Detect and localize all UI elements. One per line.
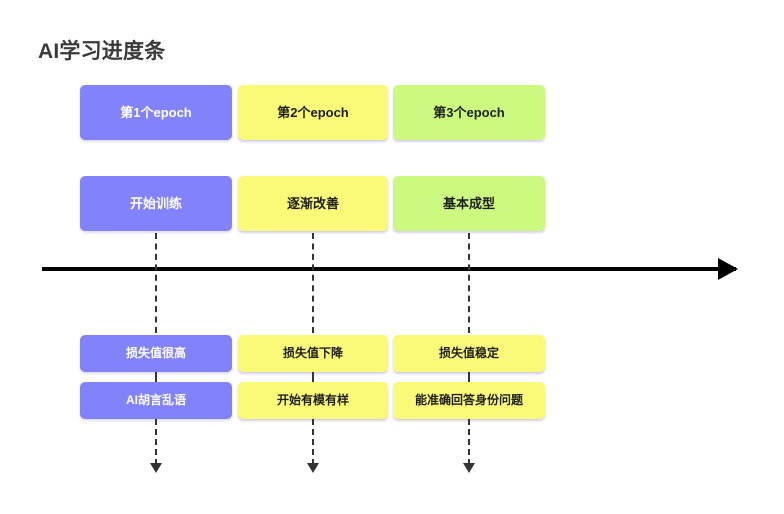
connector-epoch-3-arrow-icon xyxy=(463,463,475,473)
node-epoch-1-stage[interactable]: 开始训练 xyxy=(80,176,232,231)
connector-epoch-1-arrow-icon xyxy=(150,463,162,473)
connector-epoch-1-upper xyxy=(155,233,157,333)
node-epoch-1-loss[interactable]: 损失值很高 xyxy=(80,335,232,372)
node-label: 损失值稳定 xyxy=(438,346,499,361)
connector-epoch-2-mid xyxy=(312,372,314,382)
node-label: 损失值很高 xyxy=(125,346,186,361)
node-epoch-2-stage[interactable]: 逐渐改善 xyxy=(238,176,388,231)
connector-epoch-3-lower xyxy=(468,419,470,465)
node-epoch-1-behavior[interactable]: AI胡言乱语 xyxy=(80,382,232,419)
node-label: 第1个epoch xyxy=(120,104,192,120)
connector-epoch-1-lower xyxy=(155,419,157,465)
node-epoch-2-loss[interactable]: 损失值下降 xyxy=(238,335,388,372)
node-label: 损失值下降 xyxy=(282,346,343,361)
node-epoch-3-title[interactable]: 第3个epoch xyxy=(393,85,545,140)
connector-epoch-3-upper xyxy=(468,233,470,333)
node-epoch-2-title[interactable]: 第2个epoch xyxy=(238,85,388,140)
connector-epoch-3-mid xyxy=(468,372,470,382)
node-label: 第2个epoch xyxy=(277,104,349,120)
connector-epoch-2-lower xyxy=(312,419,314,465)
node-label: 第3个epoch xyxy=(433,104,505,120)
node-label: 基本成型 xyxy=(442,195,495,211)
node-label: 开始有模有样 xyxy=(276,393,349,408)
page-title: AI学习进度条 xyxy=(38,40,166,63)
connector-epoch-1-mid xyxy=(155,372,157,382)
node-label: 开始训练 xyxy=(129,195,182,211)
node-epoch-1-title[interactable]: 第1个epoch xyxy=(80,85,232,140)
connector-epoch-2-arrow-icon xyxy=(307,463,319,473)
node-label: 逐渐改善 xyxy=(286,195,339,211)
node-label: 能准确回答身份问题 xyxy=(414,393,523,408)
timeline-arrow-head-icon xyxy=(718,258,738,280)
connector-epoch-2-upper xyxy=(312,233,314,333)
timeline-axis-line xyxy=(42,267,736,271)
node-label: AI胡言乱语 xyxy=(125,393,186,408)
node-epoch-3-stage[interactable]: 基本成型 xyxy=(393,176,545,231)
node-epoch-3-loss[interactable]: 损失值稳定 xyxy=(393,335,545,372)
node-epoch-2-behavior[interactable]: 开始有模有样 xyxy=(238,382,388,419)
node-epoch-3-behavior[interactable]: 能准确回答身份问题 xyxy=(393,382,545,419)
